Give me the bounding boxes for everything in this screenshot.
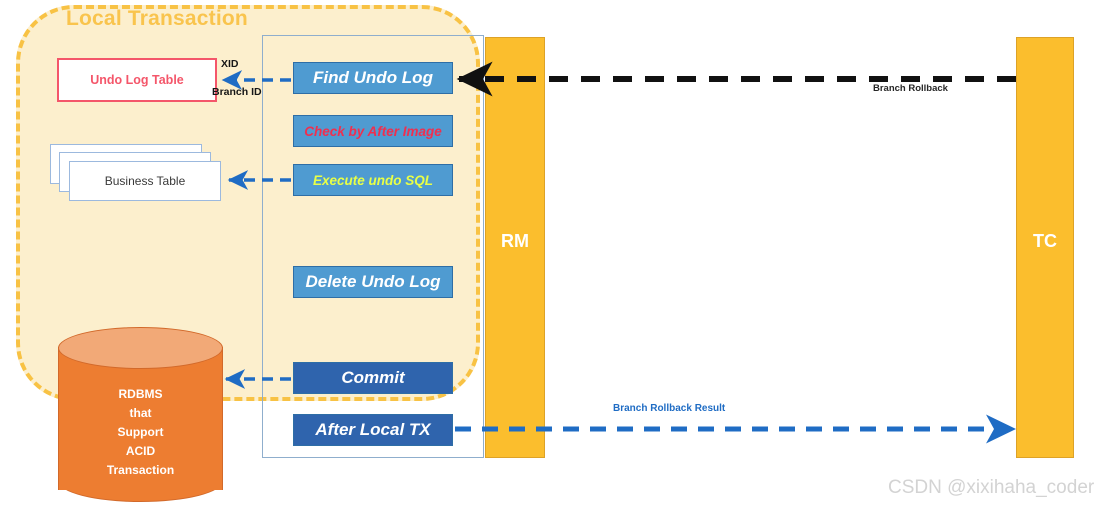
action-check-by-after-image-label: Check by After Image — [304, 123, 442, 139]
action-execute-undo-sql[interactable]: Execute undo SQL — [293, 164, 453, 196]
cylinder-top-ellipse — [58, 327, 223, 369]
tc-participant-bar: TC — [1016, 37, 1074, 458]
action-delete-undo-log-label: Delete Undo Log — [305, 272, 441, 291]
rm-process-container — [262, 35, 484, 458]
rm-participant-bar: RM — [485, 37, 545, 458]
action-after-local-tx-label: After Local TX — [315, 420, 431, 439]
business-table-label: Business Table — [104, 174, 186, 188]
action-commit-label: Commit — [341, 368, 405, 387]
action-execute-undo-sql-label: Execute undo SQL — [312, 172, 434, 188]
local-transaction-title: Local Transaction — [66, 7, 248, 30]
branch-rollback-result-label: Branch Rollback Result — [613, 403, 726, 414]
action-commit[interactable]: Commit — [293, 362, 453, 394]
watermark: CSDN @xixihaha_coder — [888, 477, 1095, 498]
rdbms-line-1: RDBMS — [118, 387, 163, 401]
action-check-by-after-image[interactable]: Check by After Image — [293, 115, 453, 147]
undo-log-table-label: Undo Log Table — [90, 73, 184, 87]
tc-label: TC — [1033, 231, 1057, 251]
action-after-local-tx[interactable]: After Local TX — [293, 414, 453, 446]
rdbms-line-2: that — [129, 406, 152, 420]
branch-rollback-label: Branch Rollback — [873, 83, 948, 94]
rm-label: RM — [501, 231, 529, 251]
cylinder-body — [58, 347, 223, 490]
action-find-undo-log-label: Find Undo Log — [313, 68, 433, 87]
branch-id-label: Branch ID — [212, 86, 262, 98]
rdbms-cylinder: RDBMS that Support ACID Transaction — [58, 327, 223, 502]
undo-log-table-node: Undo Log Table — [57, 58, 217, 102]
rdbms-line-3: Support — [117, 425, 164, 439]
action-find-undo-log[interactable]: Find Undo Log — [293, 62, 453, 94]
action-delete-undo-log[interactable]: Delete Undo Log — [293, 266, 453, 298]
rdbms-label: RDBMS that Support ACID Transaction — [58, 385, 223, 480]
rdbms-line-4: ACID — [125, 444, 156, 458]
rdbms-line-5: Transaction — [106, 463, 175, 477]
xid-label: XID — [221, 58, 239, 70]
business-table-stack: Business Table — [50, 144, 225, 204]
business-table-card-front: Business Table — [69, 161, 221, 201]
